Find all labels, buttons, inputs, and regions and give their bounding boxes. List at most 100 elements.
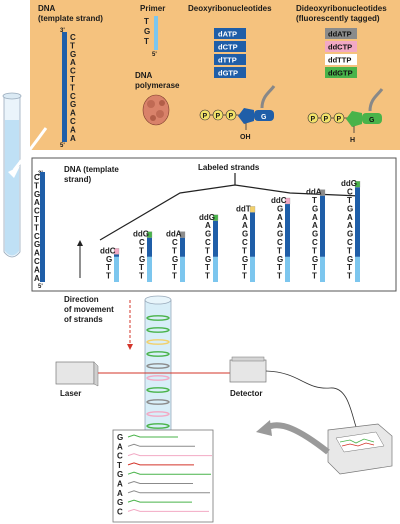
strand-primer-segment — [285, 256, 290, 282]
strand-terminator-label: ddC — [100, 246, 116, 255]
strand-base: C — [242, 238, 248, 247]
mid-template-base: T — [34, 223, 39, 232]
mid-template-base: A — [34, 249, 40, 258]
ddntp-subtitle: (fluorescently tagged) — [296, 14, 380, 23]
ddntp-label: ddCTP — [328, 43, 352, 52]
strand-base: G — [347, 230, 353, 239]
strand-base: T — [139, 263, 144, 272]
strand-base: G — [312, 204, 318, 213]
ddntp-p3: P — [337, 116, 342, 123]
ddntp-p1: P — [311, 116, 316, 123]
strand-base: C — [312, 238, 318, 247]
direction-label: Direction — [64, 295, 99, 304]
trace-base: A — [117, 442, 123, 451]
capillary-band — [146, 327, 170, 333]
ddntp-h: H — [350, 137, 355, 144]
template-base: C — [70, 33, 76, 42]
strand-base: G — [347, 255, 353, 264]
primer-title: Primer — [140, 4, 165, 13]
strand-base: G — [277, 204, 283, 213]
template-base: A — [70, 125, 76, 134]
strand-base: G — [277, 230, 283, 239]
direction-arrow-head — [127, 344, 133, 350]
template-end-top: 3' — [60, 28, 65, 34]
strand-new-segment — [250, 212, 255, 257]
printout-arrow — [264, 422, 330, 455]
strand-new-segment — [114, 254, 119, 257]
trace-base: A — [117, 480, 123, 489]
capillary-band — [146, 387, 170, 393]
template-end-bottom: 5' — [60, 143, 65, 149]
capillary-band — [146, 363, 170, 369]
strand-base: G — [242, 230, 248, 239]
ddntp-label: ddATP — [328, 30, 352, 39]
strand-terminator-label: ddA — [166, 230, 182, 239]
strand-base: A — [242, 221, 248, 230]
dntp-oh: OH — [240, 134, 251, 141]
laser-icon — [55, 361, 99, 387]
strand-primer-segment — [180, 256, 185, 282]
mid-template-base: A — [34, 265, 40, 274]
template-base: A — [70, 58, 76, 67]
strand-base: T — [172, 263, 177, 272]
template-base: T — [70, 75, 75, 84]
capillary-band — [146, 411, 170, 417]
strand-base: T — [242, 246, 247, 255]
growth-arrow-head — [77, 240, 83, 246]
strand-fluorescent-tag — [284, 197, 291, 205]
strand-base: T — [312, 196, 317, 205]
strand-primer-segment — [114, 256, 119, 282]
detector-cable — [265, 370, 359, 433]
dntp-box — [214, 54, 246, 65]
tube-arrow — [12, 127, 48, 171]
strand-base: C — [347, 238, 353, 247]
mid-template-base: C — [34, 232, 40, 241]
strand-base: T — [347, 246, 352, 255]
strand-base: C — [172, 238, 178, 247]
capillary-band — [146, 423, 170, 429]
strand-base: T — [347, 263, 352, 272]
mid-template-base: G — [34, 240, 40, 249]
ddntp-box — [325, 28, 357, 39]
trace-peak — [127, 499, 192, 503]
trace-peak — [127, 453, 212, 457]
strand-base: A — [277, 221, 283, 230]
strand-base: T — [312, 246, 317, 255]
strand-primer-segment — [355, 256, 360, 282]
trace-base: T — [117, 461, 122, 470]
detector-icon — [229, 356, 267, 383]
strand-base: A — [242, 213, 248, 222]
test-tube-icon — [2, 92, 22, 258]
dntp-structure: P P P G OH — [199, 85, 276, 141]
strand-base: G — [172, 255, 178, 264]
strand-terminator-label: ddC — [271, 196, 287, 205]
strand-fluorescent-tag — [179, 231, 186, 238]
ddntp-box — [325, 67, 357, 78]
mid-template-base: T — [34, 181, 39, 190]
template-base: C — [70, 67, 76, 76]
primer-end: 5' — [152, 52, 157, 58]
ddntp-p2: P — [324, 116, 329, 123]
dntp-label: dGTP — [218, 69, 238, 78]
strand-base: T — [106, 263, 111, 272]
polymerase-label: DNA — [135, 71, 153, 80]
strand-base: A — [312, 213, 318, 222]
template-base: T — [70, 83, 75, 92]
mid-template-base: C — [34, 257, 40, 266]
printer-icon — [327, 423, 393, 475]
strand-fluorescent-tag — [146, 231, 153, 238]
strand-base: A — [312, 221, 318, 230]
strand-primer-segment — [147, 256, 152, 282]
template-base: C — [70, 92, 76, 101]
mid-template-title-2: strand) — [64, 175, 91, 184]
strand-base: A — [277, 213, 283, 222]
mid-template-end-bottom: 5' — [38, 284, 43, 290]
laser-label: Laser — [60, 389, 81, 398]
mid-template-base: A — [34, 198, 40, 207]
strand-base: C — [347, 188, 353, 197]
mid-template-base: T — [34, 215, 39, 224]
strand-base: T — [172, 272, 177, 281]
